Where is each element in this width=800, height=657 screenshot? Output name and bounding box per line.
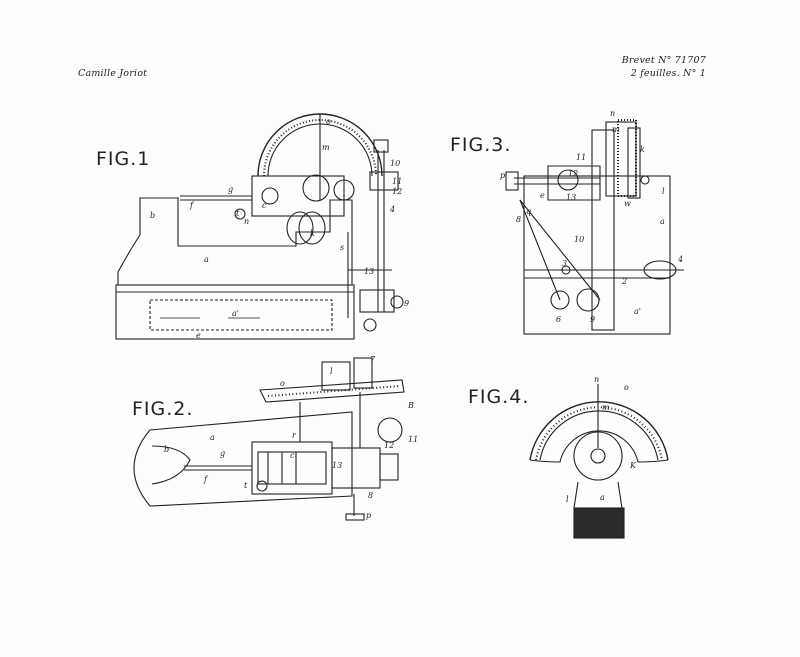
fig3-label-w: w [624, 199, 631, 208]
fig2-label-g: g [220, 449, 225, 458]
patent-number: Brevet N° 71707 [621, 55, 706, 66]
fig2-label-B: B [407, 401, 414, 410]
fig2-label-8: 8 [368, 491, 373, 500]
fig3-label-k: k [640, 145, 645, 154]
fig4-label-K: K [629, 461, 637, 470]
fig1-label-g: g [228, 185, 233, 194]
fig1-label-a: a [204, 255, 209, 264]
fig1-label-12: 12 [392, 187, 402, 196]
fig1-label-4: 4 [389, 205, 395, 214]
fig2-label-12: 12 [384, 441, 394, 450]
fig4-label-a: a [600, 493, 605, 502]
fig3-label-q: q [526, 207, 531, 216]
fig3-label-8: 8 [516, 215, 521, 224]
fig3-label-11: 11 [576, 153, 586, 162]
fig1-label-a-prime: a' [232, 309, 239, 318]
fig1-label-9: 9 [404, 299, 409, 308]
figure-4-label: FIG.4. [468, 386, 530, 408]
fig2-label-r: r [292, 431, 297, 440]
fig1-label-t: t [236, 209, 240, 218]
fig2-label-11: 11 [408, 435, 418, 444]
fig1-label-b: b [150, 211, 155, 220]
fig1-label-e: e [196, 331, 201, 340]
fig1-label-n: n [244, 217, 249, 226]
figure-3-label: FIG.3. [450, 134, 512, 156]
fig3-label-p: p [500, 171, 505, 180]
fig3-label-a-prime: a' [634, 307, 641, 316]
fig2-label-a: a [210, 433, 215, 442]
fig2-label-p: p [366, 511, 371, 520]
fig1-label-s: s [340, 243, 344, 252]
sheet-info: 2 feuilles. N° 1 [630, 68, 706, 79]
fig2-label-o: o [280, 379, 285, 388]
fig3-label-13: 13 [566, 193, 576, 202]
fig4-label-n: n [594, 375, 599, 384]
fig3-label-e: e [540, 191, 545, 200]
fig2-label-b: b [164, 445, 169, 454]
figure-1-drawing [115, 113, 404, 340]
fig1-label-k: k [310, 229, 315, 238]
fig3-label-6: 6 [556, 315, 561, 324]
fig2-label-c: c [290, 451, 295, 460]
figure-3-drawing [505, 119, 684, 335]
fig2-label-f: f [203, 475, 209, 484]
inventor-name: Camille Joriot [78, 68, 148, 79]
fig2-label-l: l [330, 367, 333, 376]
fig1-label-10: 10 [390, 159, 400, 168]
fig4-label-l: l [566, 495, 569, 504]
figure-2-label: FIG.2. [132, 398, 194, 420]
part-labels: b f g t n a c o m s k 10 11 12 13 4 9 a'… [150, 109, 683, 520]
figure-1-label: FIG.1 [96, 148, 151, 170]
fig3-label-12: 12 [568, 169, 578, 178]
fig4-label-o: o [624, 383, 629, 392]
fig3-label-l: l [662, 187, 665, 196]
fig3-label-2: 2 [621, 277, 627, 286]
fig1-label-f: f [189, 201, 195, 210]
fig2-label-13: 13 [332, 461, 342, 470]
fig3-label-3: 3 [562, 259, 567, 268]
fig2-label-7: 7 [370, 355, 376, 364]
fig1-label-o: o [326, 117, 331, 126]
fig1-label-m: m [322, 143, 330, 152]
fig3-label-10: 10 [574, 235, 584, 244]
fig3-label-m: m [612, 125, 620, 134]
patent-info: Brevet N° 71707 2 feuilles. N° 1 [622, 54, 706, 80]
fig3-label-a: a [660, 217, 665, 226]
figure-4-drawing [529, 384, 669, 539]
fig1-label-c: c [262, 201, 267, 210]
fig3-label-9: 9 [590, 315, 595, 324]
fig3-label-n: n [610, 109, 615, 118]
fig2-label-t: t [244, 481, 248, 490]
fig1-label-13: 13 [364, 267, 374, 276]
fig3-label-4: 4 [677, 255, 683, 264]
figure-2-drawing [133, 357, 405, 521]
fig4-label-m: m [602, 403, 610, 412]
fig1-label-11: 11 [392, 177, 402, 186]
